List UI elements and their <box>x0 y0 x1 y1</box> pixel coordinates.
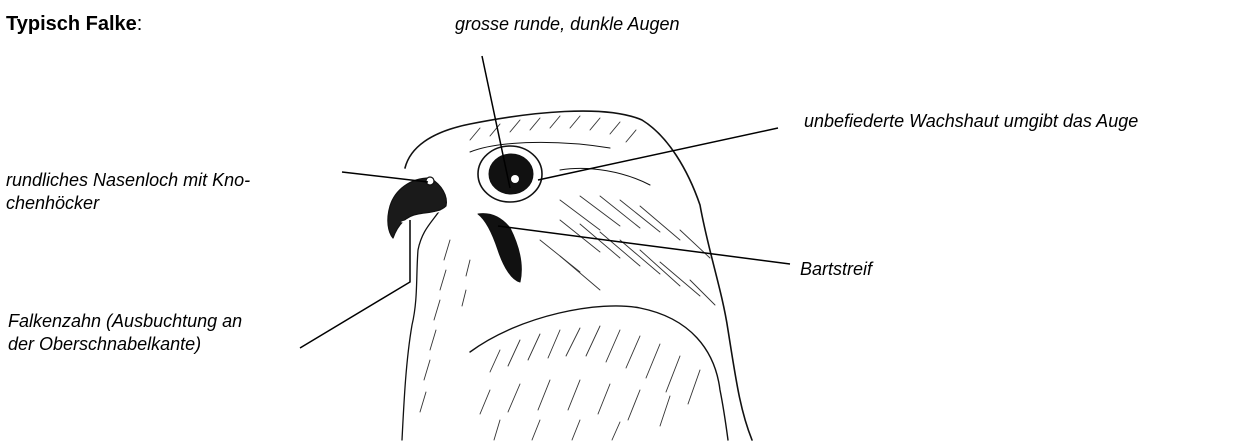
leader-cere <box>538 128 778 180</box>
nostril <box>426 177 434 185</box>
face-outline <box>402 210 440 440</box>
leader-falcon-tooth <box>300 220 410 348</box>
beak <box>388 178 447 238</box>
eye <box>489 154 533 194</box>
moustache-stripe <box>478 214 521 282</box>
eye-highlight <box>511 175 519 183</box>
leader-nostril <box>342 172 428 182</box>
leader-lines <box>300 56 790 348</box>
leader-moustache <box>498 226 790 264</box>
head-outline <box>405 111 752 440</box>
shoulder-outline <box>470 306 728 440</box>
feather-hatching <box>420 116 715 440</box>
